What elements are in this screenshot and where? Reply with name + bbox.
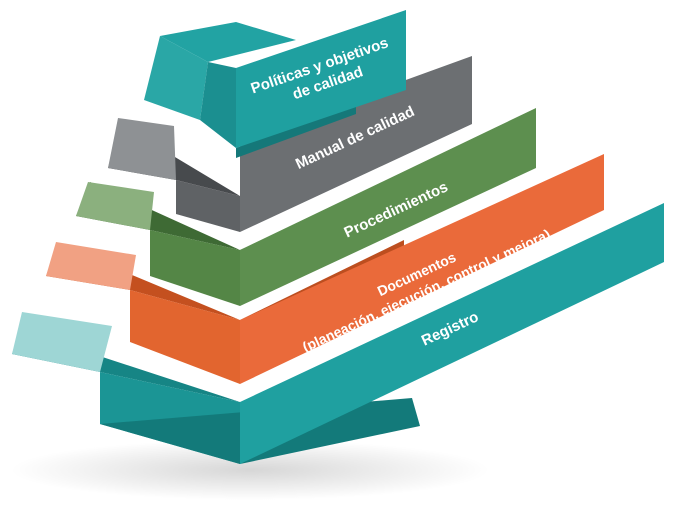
level-shadow-strip — [236, 104, 356, 158]
level-left-face — [108, 118, 176, 180]
pyramid-level-registro: Registro — [12, 203, 664, 464]
level-banner — [240, 108, 536, 306]
ground-shadow — [10, 440, 490, 500]
pyramid-level-politicas: Políticas y objetivos de calidad — [144, 10, 406, 158]
pyramid-level-procedimientos: Procedimientos — [76, 108, 536, 306]
level-banner — [240, 203, 664, 464]
level-left-face — [46, 242, 136, 290]
level-front-face — [130, 290, 240, 384]
level-banner — [236, 10, 406, 148]
level-top-face — [160, 22, 296, 62]
level-front-face — [150, 230, 240, 306]
pyramid-level-manual: Manual de calidad — [108, 56, 472, 232]
level-front-face — [176, 180, 240, 232]
level-left-face — [144, 36, 208, 120]
level-left-face — [12, 312, 112, 372]
level-banner — [240, 154, 604, 384]
level-left-face — [76, 182, 154, 230]
level-banner — [240, 56, 472, 232]
level-front-face — [200, 62, 236, 148]
